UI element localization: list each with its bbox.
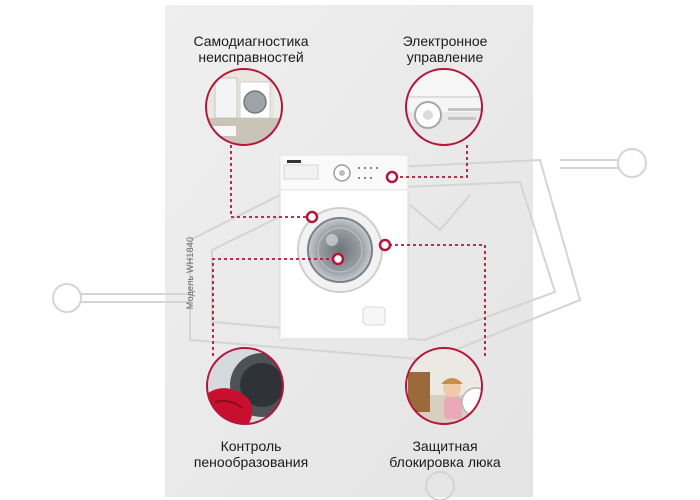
label-door-lock-line1: Защитная (412, 438, 478, 454)
label-foam-control: Контроль пенообразования (161, 438, 341, 470)
photo-frame-top-left (205, 68, 283, 146)
hotspot-electronic-control (385, 170, 399, 184)
photo-frame-bottom-right (405, 347, 483, 425)
label-foam-control-line2: пенообразования (193, 454, 309, 470)
label-door-lock-line2: блокировка люка (389, 454, 501, 470)
label-self-diagnosis-line1: Самодиагностика (193, 33, 309, 49)
label-self-diagnosis-line2: неисправностей (198, 49, 304, 65)
watermark-logo (52, 148, 647, 500)
hotspot-foam-control (331, 252, 345, 266)
leader-lines (212, 145, 486, 356)
hotspot-door-lock (378, 238, 392, 252)
photo-control-panel (406, 69, 482, 145)
door-glass (307, 217, 373, 283)
background-panel (165, 5, 533, 497)
photo-laundry-room (206, 69, 282, 145)
photo-frame-top-right (405, 68, 483, 146)
door-outer (297, 207, 383, 293)
detergent-drawer (283, 164, 319, 180)
hotspot-self-diagnosis (305, 210, 319, 224)
control-knob (333, 164, 351, 182)
hotspot-markers (305, 170, 399, 266)
photo-frame-bottom-left (206, 347, 284, 425)
service-hatch (362, 306, 386, 326)
photo-drum-laundry (207, 348, 283, 424)
label-electronic-control-line1: Электронное (402, 33, 488, 49)
label-foam-control-line1: Контроль (220, 438, 282, 454)
label-door-lock: Защитная блокировка люка (355, 438, 535, 470)
label-electronic-control-line2: управление (406, 49, 484, 65)
label-self-diagnosis: Самодиагностика неисправностей (161, 33, 341, 65)
model-caption: Модель WH1840 (185, 236, 195, 310)
washing-machine (279, 154, 409, 341)
label-electronic-control: Электронное управление (355, 33, 535, 65)
photo-child-door-lock (406, 348, 482, 424)
